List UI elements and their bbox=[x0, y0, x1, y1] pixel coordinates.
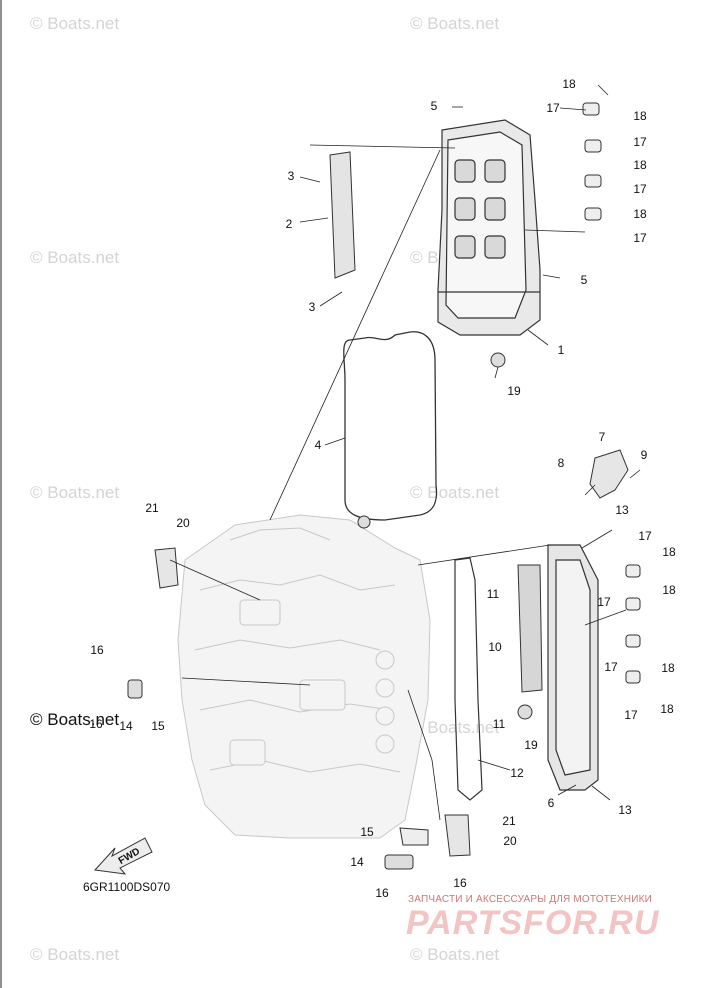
exhaust-cover bbox=[547, 544, 599, 791]
callout-number: 17 bbox=[638, 529, 652, 543]
callout-number: 15 bbox=[151, 719, 165, 733]
callout-number: 3 bbox=[308, 300, 316, 314]
callout-number: 4 bbox=[314, 438, 322, 452]
callout-number: 18 bbox=[633, 207, 647, 221]
callout-number: 21 bbox=[145, 501, 159, 515]
callout-number: 15 bbox=[360, 825, 374, 839]
callout-number: 16 bbox=[375, 886, 389, 900]
callout-number: 1 bbox=[557, 343, 565, 357]
callout-number: 17 bbox=[633, 182, 647, 196]
watermark: © Boats.net bbox=[30, 945, 120, 964]
callout-number: 17 bbox=[633, 135, 647, 149]
exhaust-gasket bbox=[454, 557, 483, 801]
callout-number: 18 bbox=[633, 158, 647, 172]
cover-plate bbox=[329, 151, 356, 279]
callout-number: 16 bbox=[89, 717, 103, 731]
callout-number: 5 bbox=[430, 99, 438, 113]
callout-number: 7 bbox=[598, 430, 606, 444]
watermark: © Boats.net bbox=[410, 14, 500, 33]
bracket-20 bbox=[444, 814, 471, 857]
callout-number: 16 bbox=[90, 643, 104, 657]
callout-number: 20 bbox=[503, 834, 517, 848]
watermark: © Boats.net bbox=[410, 483, 500, 502]
callout-number: 17 bbox=[597, 595, 611, 609]
callout-number: 18 bbox=[562, 77, 576, 91]
callout-number: 13 bbox=[618, 803, 632, 817]
callout-number: 21 bbox=[502, 814, 516, 828]
copyright-notice: © Boats.net bbox=[30, 710, 120, 729]
callout-number: 18 bbox=[661, 661, 675, 675]
callout-number: 8 bbox=[557, 456, 565, 470]
fwd-arrow bbox=[93, 837, 153, 875]
callout-number: 11 bbox=[492, 717, 506, 731]
callout-number: 17 bbox=[546, 101, 560, 115]
shop-logo: PARTSFOR.RU bbox=[406, 904, 660, 942]
watermark: © Boats.net bbox=[410, 945, 500, 964]
grommet-19 bbox=[517, 704, 533, 720]
callout-number: 14 bbox=[119, 719, 133, 733]
grommet-19 bbox=[490, 352, 506, 368]
head-cover-gasket bbox=[343, 331, 438, 521]
leader-lines bbox=[169, 84, 641, 821]
callout-number: 12 bbox=[510, 766, 524, 780]
callout-number: 19 bbox=[524, 738, 538, 752]
cylinder-head-cover bbox=[437, 119, 541, 336]
callout-number: 5 bbox=[580, 273, 588, 287]
callout-number: 17 bbox=[604, 660, 618, 674]
callout-number: 20 bbox=[176, 516, 190, 530]
sensor-14 bbox=[384, 854, 414, 870]
callout-number: 6 bbox=[547, 796, 555, 810]
engine-block-ghost bbox=[177, 514, 431, 839]
callout-number: 17 bbox=[633, 231, 647, 245]
callout-number: 13 bbox=[615, 503, 629, 517]
watermark: © Boats.net bbox=[30, 483, 120, 502]
grommet bbox=[357, 515, 371, 529]
bracket-20 bbox=[154, 547, 179, 589]
callout-number: 2 bbox=[285, 217, 293, 231]
callout-number: 11 bbox=[486, 587, 500, 601]
callout-number: 3 bbox=[287, 169, 295, 183]
shop-tagline: ЗАПЧАСТИ И АКСЕССУАРЫ ДЛЯ МОТОТЕХНИКИ bbox=[408, 894, 653, 905]
callout-number: 16 bbox=[453, 876, 467, 890]
callout-number: 14 bbox=[350, 855, 364, 869]
callout-number: 18 bbox=[633, 109, 647, 123]
fitting bbox=[589, 449, 629, 499]
callout-number: 9 bbox=[640, 448, 648, 462]
brackets-17 bbox=[582, 102, 641, 684]
callout-number: 18 bbox=[660, 702, 674, 716]
callout-number: 17 bbox=[624, 708, 638, 722]
sensor-14 bbox=[127, 679, 143, 699]
watermark: © Boats.net bbox=[410, 718, 500, 737]
callout-number: 18 bbox=[662, 545, 676, 559]
callout-number: 18 bbox=[662, 583, 676, 597]
callout-number: 10 bbox=[488, 640, 502, 654]
diagram-code: 6GR1100DS070 bbox=[83, 880, 171, 894]
watermark: © Boats.net bbox=[30, 14, 120, 33]
plate bbox=[517, 564, 543, 693]
bracket-15 bbox=[399, 827, 429, 846]
callout-number: 19 bbox=[507, 384, 521, 398]
watermark: © Boats.net bbox=[30, 248, 120, 267]
